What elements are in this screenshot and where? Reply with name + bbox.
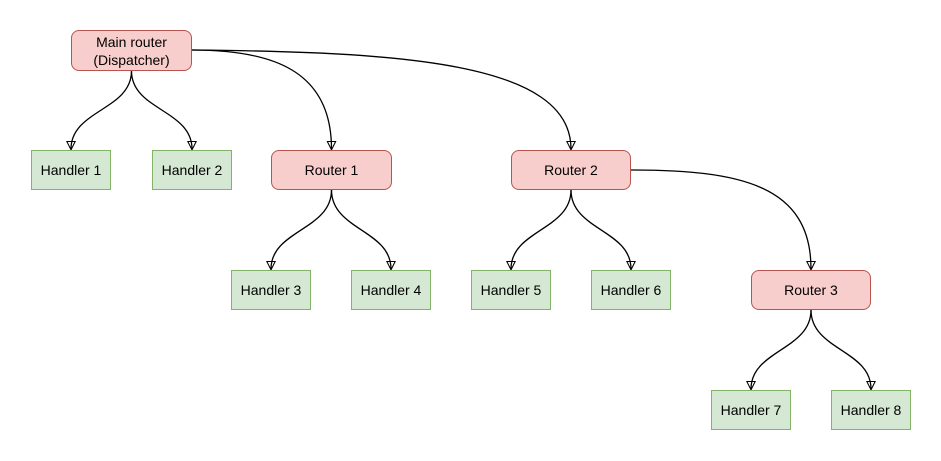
node-handler-4[interactable]: Handler 4	[351, 270, 431, 310]
node-handler-6[interactable]: Handler 6	[591, 270, 671, 310]
edge-router-1-to-handler-3	[271, 189, 333, 269]
edge-router-3-to-handler-7	[751, 309, 812, 389]
node-handler-4-label: Handler 4	[360, 282, 422, 298]
node-handler-3-label: Handler 3	[240, 282, 302, 298]
node-main-router[interactable]: Main router (Dispatcher)	[71, 30, 192, 71]
node-handler-7[interactable]: Handler 7	[711, 390, 791, 430]
node-router-2-label: Router 2	[544, 162, 598, 178]
node-router-1[interactable]: Router 1	[271, 150, 392, 190]
edge-router-2-to-router-3	[630, 169, 811, 269]
edge-router-1-to-handler-4	[330, 189, 392, 269]
edge-router-2-to-handler-5	[511, 189, 572, 269]
node-handler-1[interactable]: Handler 1	[31, 150, 111, 190]
node-router-3[interactable]: Router 3	[751, 270, 871, 310]
node-handler-5[interactable]: Handler 5	[471, 270, 551, 310]
node-handler-3[interactable]: Handler 3	[231, 270, 311, 310]
node-handler-7-label: Handler 7	[720, 402, 782, 418]
edge-router-3-to-handler-8	[810, 309, 871, 389]
node-handler-8-label: Handler 8	[840, 402, 902, 418]
edge-main-router-to-router-2	[191, 49, 571, 149]
node-router-3-label: Router 3	[784, 282, 838, 298]
node-handler-5-label: Handler 5	[480, 282, 542, 298]
node-handler-8[interactable]: Handler 8	[831, 390, 911, 430]
node-handler-2-label: Handler 2	[161, 162, 223, 178]
node-main-router-label: Main router (Dispatcher)	[93, 33, 170, 68]
edge-router-2-to-handler-6	[570, 189, 631, 269]
node-router-1-label: Router 1	[304, 162, 359, 178]
node-handler-6-label: Handler 6	[600, 282, 662, 298]
node-handler-1-label: Handler 1	[40, 162, 102, 178]
edge-main-router-to-router-1	[191, 49, 332, 149]
edge-main-router-to-handler-1	[71, 70, 133, 149]
node-router-2[interactable]: Router 2	[511, 150, 631, 190]
node-handler-2[interactable]: Handler 2	[152, 150, 232, 190]
edge-main-router-to-handler-2	[130, 70, 193, 149]
